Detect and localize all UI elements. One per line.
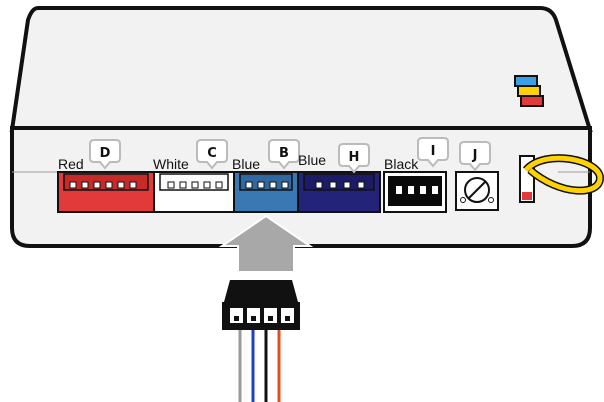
potentiometer-j[interactable] <box>455 171 499 211</box>
antenna-loop-icon <box>519 154 604 203</box>
label-blue-b: Blue <box>232 156 260 172</box>
module-top-face <box>9 6 593 132</box>
label-blue-h: Blue <box>298 152 326 168</box>
led-red <box>520 95 544 107</box>
tag-j: J <box>459 141 491 172</box>
tag-j-letter: J <box>472 148 478 163</box>
connector-d[interactable] <box>57 171 155 213</box>
wire-bundle <box>238 330 281 402</box>
connector-b[interactable] <box>233 171 299 213</box>
tag-h-letter: H <box>349 150 360 165</box>
harness-plug-icon <box>222 280 300 330</box>
tag-b: B <box>268 139 300 170</box>
up-arrow-icon <box>218 214 314 273</box>
label-black: Black <box>384 156 419 172</box>
led-blue <box>514 75 538 87</box>
tag-i-letter: I <box>431 144 436 159</box>
led-stack <box>514 75 544 107</box>
tag-d-letter: D <box>100 146 111 161</box>
tag-c-letter: C <box>207 146 217 161</box>
tag-h: H <box>338 143 370 174</box>
label-white: White <box>153 156 189 172</box>
led-yellow <box>517 85 541 97</box>
connector-h[interactable] <box>297 171 381 213</box>
connector-i[interactable] <box>383 171 447 213</box>
tag-i: I <box>417 137 449 168</box>
tag-c: C <box>196 139 228 170</box>
label-red: Red <box>58 156 84 172</box>
tag-d: D <box>89 139 121 170</box>
tag-b-letter: B <box>279 146 289 161</box>
connector-c[interactable] <box>153 171 235 213</box>
